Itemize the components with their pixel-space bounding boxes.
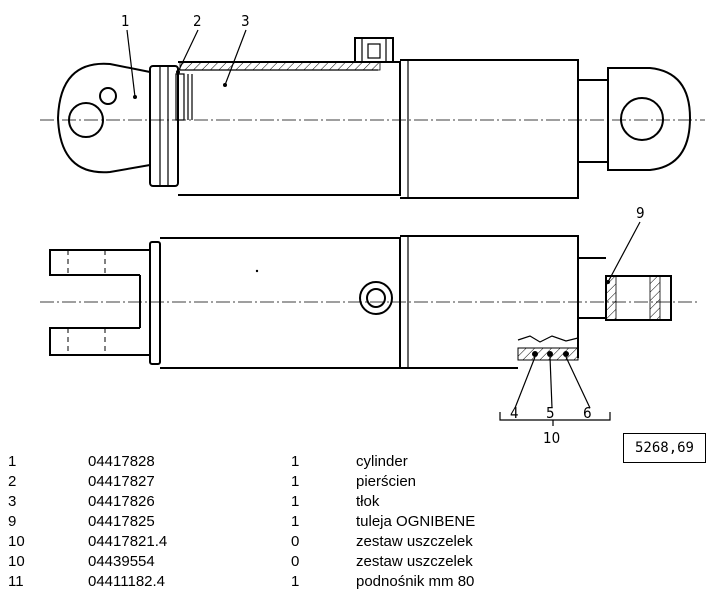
part-number: 04417826 [88, 493, 155, 510]
part-position: 11 [8, 573, 24, 590]
drawing-reference-box: 5268,69 [623, 433, 706, 463]
part-quantity: 1 [291, 473, 300, 490]
part-position: 3 [8, 493, 17, 510]
callout-3: 3 [241, 12, 250, 30]
part-quantity: 0 [291, 553, 300, 570]
part-position: 9 [8, 513, 17, 530]
left-eye-small-hole [99, 87, 117, 105]
cylinder-wall-section [179, 61, 381, 71]
fork-lower-prong [49, 327, 150, 356]
part-quantity: 1 [291, 573, 300, 590]
parts-row: 1 04417828 1 cylinder [0, 452, 720, 472]
part-name: tuleja OGNIBENE [356, 513, 476, 530]
barrel-left-section [178, 61, 401, 196]
callout-5: 5 [546, 404, 555, 422]
cylinder-technical-drawing: 1 2 3 [40, 12, 705, 447]
part-quantity: 1 [291, 513, 300, 530]
callout-2: 2 [193, 12, 202, 30]
parts-row: 11 04411182.4 1 podnośnik mm 80 [0, 572, 720, 592]
parts-row: 3 04417826 1 tłok [0, 492, 720, 512]
part-number: 04417827 [88, 473, 155, 490]
part-name: podnośnik mm 80 [356, 573, 475, 590]
part-name: tłok [356, 493, 380, 510]
parts-list: 1 04417828 1 cylinder 2 04417827 1 pierś… [0, 452, 720, 592]
part-quantity: 1 [291, 453, 300, 470]
callout-9: 9 [636, 204, 645, 222]
part-number: 04417825 [88, 513, 155, 530]
callout-1: 1 [121, 12, 130, 30]
part-position: 10 [8, 553, 25, 570]
part-position: 1 [8, 453, 17, 470]
part-number: 04417821.4 [88, 533, 168, 550]
fork-upper-prong [49, 249, 150, 276]
barrel-right-section [400, 59, 579, 199]
bottom-view: 9 4 5 6 10 [40, 204, 700, 447]
part-quantity: 0 [291, 533, 300, 550]
part-position: 2 [8, 473, 17, 490]
parts-row: 10 04417821.4 0 zestaw uszczelek [0, 532, 720, 552]
parts-row: 10 04439554 0 zestaw uszczelek [0, 552, 720, 572]
part-name: zestaw uszczelek [356, 553, 473, 570]
part-position: 10 [8, 533, 25, 550]
port-outer [359, 281, 393, 315]
part-number: 04417828 [88, 453, 155, 470]
part-quantity: 1 [291, 493, 300, 510]
part-name: zestaw uszczelek [356, 533, 473, 550]
part-name: pierścien [356, 473, 417, 490]
callout-6: 6 [583, 404, 592, 422]
hydraulic-port [354, 37, 394, 63]
top-view: 1 2 3 [40, 12, 705, 199]
right-rod [577, 79, 609, 163]
port-inner [366, 288, 386, 308]
parts-row: 2 04417827 1 pierścien [0, 472, 720, 492]
right-eye-outline [607, 67, 692, 171]
callout-4: 4 [510, 404, 519, 422]
barrel-bottom-left [160, 237, 401, 369]
left-end-cap [149, 65, 179, 187]
barrel-bottom-right [400, 235, 579, 340]
parts-row: 9 04417825 1 tuleja OGNIBENE [0, 512, 720, 532]
part-number: 04439554 [88, 553, 155, 570]
part-number: 04411182.4 [88, 573, 166, 590]
left-eye-outline [56, 62, 151, 174]
callout-10: 10 [543, 429, 560, 447]
part-name: cylinder [356, 453, 408, 470]
right-eye-hole [620, 97, 664, 141]
